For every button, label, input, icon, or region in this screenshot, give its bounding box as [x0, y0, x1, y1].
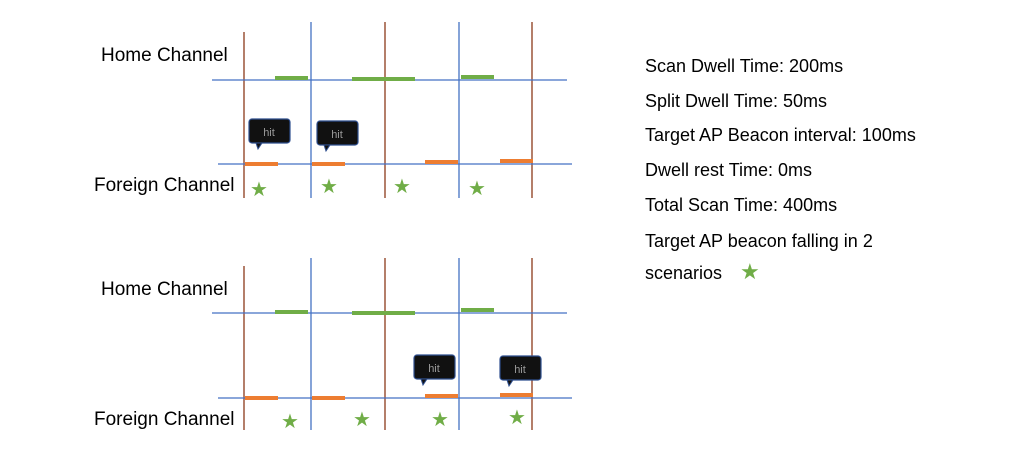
foreign-dwell-segment — [245, 162, 278, 166]
star-icon: ★ — [281, 411, 299, 433]
home-channel-label: Home Channel — [101, 279, 228, 300]
home-channel-label: Home Channel — [101, 45, 228, 66]
foreign-dwell-segment — [500, 159, 533, 163]
home-dwell-segment — [352, 77, 415, 81]
home-dwell-segment — [352, 311, 415, 315]
info-line: Total Scan Time: 400ms — [645, 195, 838, 215]
home-dwell-segment — [275, 310, 308, 314]
info-line: Target AP beacon falling in 2 — [645, 231, 873, 251]
scenario-1: hit hit ★ ★ ★ ★ — [212, 22, 572, 201]
info-line: Target AP Beacon interval: 100ms — [645, 125, 916, 145]
speech-bubble-icon: hit — [499, 355, 542, 388]
foreign-dwell-segment — [312, 162, 345, 166]
hit-label: hit — [331, 129, 343, 141]
hit-label: hit — [428, 363, 440, 375]
home-dwell-segment — [461, 308, 494, 312]
star-icon: ★ — [508, 407, 526, 429]
foreign-dwell-segment — [425, 160, 458, 164]
foreign-channel-label: Foreign Channel — [94, 175, 235, 196]
speech-bubble-icon: hit — [248, 118, 291, 151]
scenario-2: hit hit ★ ★ ★ ★ — [212, 258, 572, 433]
foreign-dwell-segment — [312, 396, 345, 400]
info-line-with-icon: scenarios ★ — [645, 259, 760, 285]
speech-bubble-icon: hit — [413, 354, 456, 387]
foreign-dwell-segment — [245, 396, 278, 400]
star-icon: ★ — [250, 179, 268, 201]
home-dwell-segment — [275, 76, 308, 80]
hit-label: hit — [514, 364, 526, 376]
foreign-dwell-segment — [500, 393, 533, 397]
foreign-channel-label: Foreign Channel — [94, 409, 235, 430]
speech-bubble-icon: hit — [316, 120, 359, 153]
star-icon: ★ — [393, 176, 411, 198]
home-dwell-segment — [461, 75, 494, 79]
star-icon: ★ — [431, 409, 449, 431]
foreign-dwell-segment — [425, 394, 458, 398]
info-line: Scan Dwell Time: 200ms — [645, 56, 844, 76]
star-icon: ★ — [353, 409, 371, 431]
info-line: Split Dwell Time: 50ms — [645, 91, 828, 111]
star-icon: ★ — [740, 259, 760, 284]
hit-label: hit — [263, 127, 275, 139]
info-line: Dwell rest Time: 0ms — [645, 160, 813, 180]
star-icon: ★ — [320, 176, 338, 198]
info-line: scenarios — [645, 263, 723, 283]
star-icon: ★ — [468, 178, 486, 200]
